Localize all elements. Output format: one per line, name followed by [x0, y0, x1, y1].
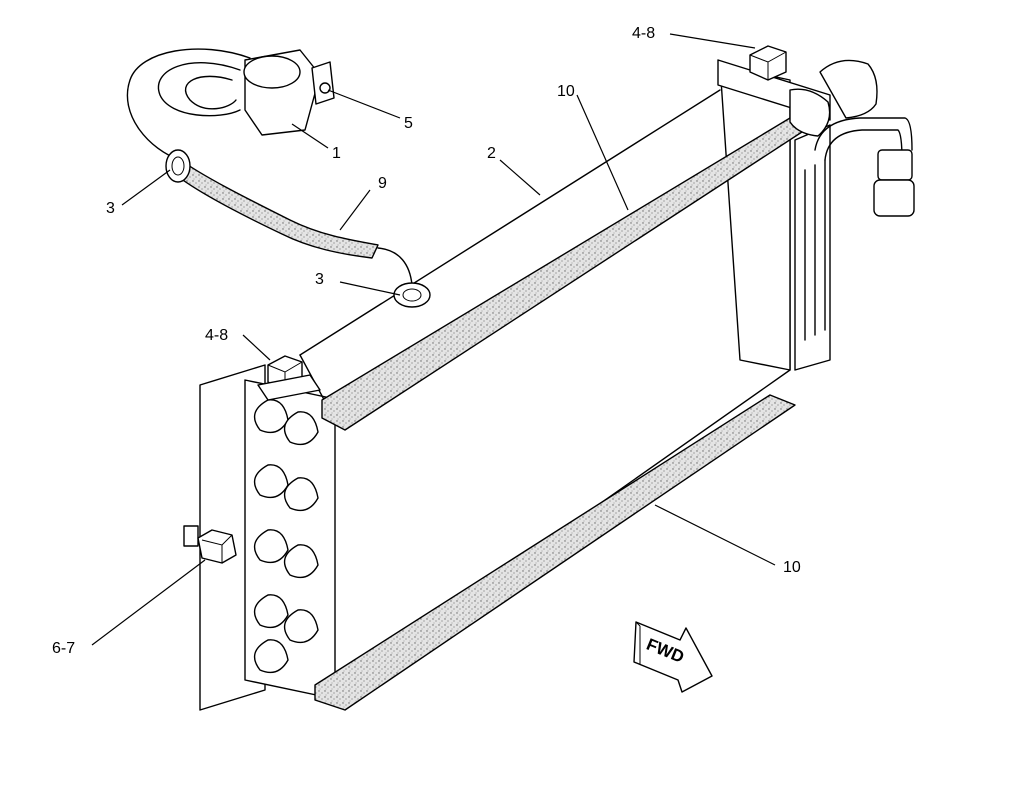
foam-seal-lower: [314, 394, 796, 711]
switch-dial: [243, 55, 301, 89]
callout-9: 9: [378, 175, 387, 192]
callout-4-8-upper: 4-8: [632, 25, 655, 42]
callout-6-7: 6-7: [52, 640, 75, 657]
mounting-bolt-lower: [257, 355, 321, 401]
callout-5: 5: [404, 115, 413, 132]
callout-10-lower: 10: [783, 559, 801, 576]
bolt-shank: [183, 525, 199, 547]
leader-5: [327, 89, 401, 119]
bend-6: [283, 544, 319, 579]
bend-1: [253, 399, 289, 434]
elbow-fitting: [819, 59, 878, 119]
bend-4: [283, 477, 319, 512]
leader-3-upper: [121, 169, 171, 206]
bend-7: [253, 594, 289, 629]
vertical-tubes: [804, 159, 826, 341]
bend-9: [253, 639, 289, 674]
grommet-upper: [165, 149, 191, 183]
grommet-lower: [393, 282, 431, 308]
leader-10-upper: [576, 94, 629, 211]
mounting-bolt-upper: [749, 45, 787, 81]
leader-3-lower: [339, 281, 401, 296]
leader-4-8-lower: [242, 334, 271, 361]
bend-2: [283, 411, 319, 446]
capillary-tail: [377, 247, 413, 286]
leader-lines: [91, 33, 776, 646]
capillary-loop-small: [184, 75, 237, 110]
callout-3-lower: 3: [315, 271, 324, 288]
arrow-shape: [633, 621, 713, 693]
callout-4-8-lower: 4-8: [205, 327, 228, 344]
insulation-sleeve: [169, 157, 379, 259]
fitting-nut: [877, 149, 913, 181]
leader-4-8-upper: [669, 33, 756, 49]
bolt-head: [197, 529, 237, 564]
tube-return-bends: [253, 399, 319, 674]
foam-seal-upper: [321, 117, 806, 431]
callout-3-upper: 3: [106, 200, 115, 217]
bracket-screw: [319, 82, 331, 94]
side-bolt: [183, 525, 237, 564]
forward-direction-arrow: FWD: [633, 621, 713, 693]
callout-2: 2: [487, 145, 496, 162]
callout-1: 1: [332, 145, 341, 162]
leader-9: [339, 189, 371, 231]
bend-8: [283, 609, 319, 644]
leader-1: [291, 123, 329, 149]
leader-6-7: [91, 559, 206, 646]
capillary-loop-inner: [157, 62, 241, 117]
bend-5: [253, 529, 289, 564]
callout-10-upper: 10: [557, 83, 575, 100]
inlet-fitting: [789, 88, 831, 137]
tube-bend-top: [814, 117, 913, 151]
leader-2: [499, 159, 541, 196]
capillary-loop-outer: [126, 48, 251, 161]
tube-bend-inner: [824, 129, 903, 161]
callout-labels: 4-8 10 2 5 1 3 9 3 4-8 10 6-7: [52, 25, 801, 657]
leader-10-lower: [654, 504, 776, 566]
bend-3: [253, 464, 289, 499]
core-top-edge: [299, 89, 721, 356]
core-face: [334, 139, 791, 691]
outlet-fitting: [873, 179, 915, 217]
outlet-plumbing: [789, 59, 915, 371]
thermostat-switch: [243, 49, 335, 136]
